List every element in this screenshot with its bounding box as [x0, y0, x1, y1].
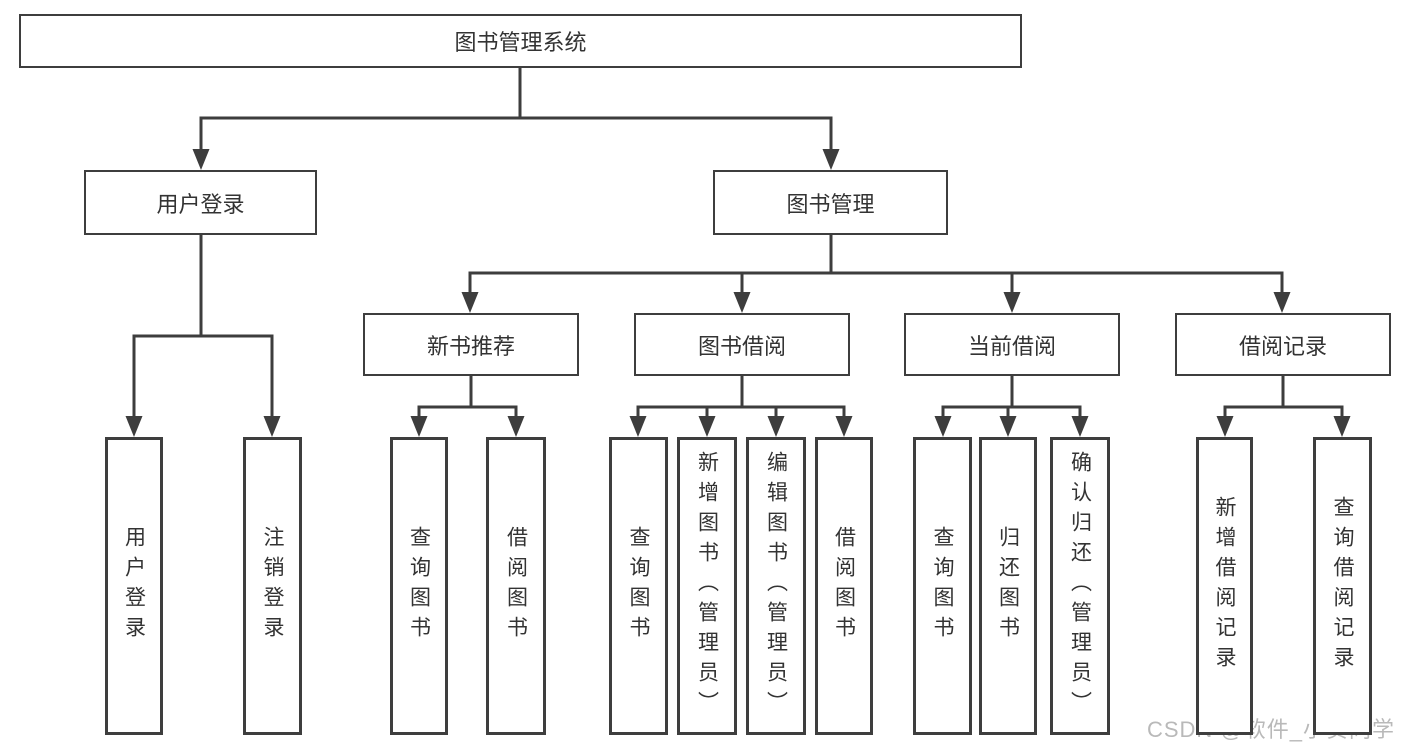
arrowhead-down-icon [629, 416, 647, 437]
node-library-management-system: 图书管理系统 [19, 14, 1022, 68]
arrowhead-down-icon [1273, 292, 1291, 313]
arrowhead-down-icon [835, 416, 853, 437]
arrowhead-down-icon [767, 416, 785, 437]
leaf-query-books-1: 查询图书 [390, 437, 448, 735]
leaf-add-book-admin: 新增图书（管理员） [677, 437, 737, 735]
node-label: 新书推荐 [426, 333, 515, 359]
arrowhead-down-icon [1216, 416, 1234, 437]
arrowhead-down-icon [999, 416, 1017, 437]
node-label: 图书管理系统 [454, 30, 587, 55]
arrowhead-down-icon [125, 416, 143, 437]
node-borrow-records: 借阅记录 [1175, 313, 1391, 376]
arrowhead-down-icon [410, 416, 428, 437]
leaf-query-books-3: 查询图书 [913, 437, 972, 735]
arrowhead-down-icon [1003, 292, 1021, 313]
leaf-label: 查询图书 [407, 526, 431, 646]
node-book-management: 图书管理 [713, 170, 948, 235]
leaf-query-books-2: 查询图书 [609, 437, 668, 735]
leaf-label: 编辑图书（管理员） [764, 451, 788, 721]
leaf-user-login: 用户登录 [105, 437, 163, 735]
leaf-return-book: 归还图书 [979, 437, 1037, 735]
node-label: 借阅记录 [1238, 333, 1327, 359]
node-label: 当前借阅 [967, 333, 1056, 359]
arrowhead-down-icon [192, 149, 210, 170]
arrowhead-down-icon [461, 292, 479, 313]
arrowhead-down-icon [934, 416, 952, 437]
leaf-borrow-books-2: 借阅图书 [815, 437, 873, 735]
leaf-query-borrow-record: 查询借阅记录 [1313, 437, 1372, 735]
node-user-login: 用户登录 [84, 170, 317, 235]
leaf-label: 查询图书 [627, 526, 650, 646]
leaf-label: 查询图书 [931, 526, 954, 646]
arrowhead-down-icon [822, 149, 840, 170]
node-label: 图书借阅 [697, 333, 786, 359]
leaf-label: 新增图书（管理员） [695, 451, 719, 721]
leaf-label: 确认归还（管理员） [1068, 451, 1092, 721]
leaf-edit-book-admin: 编辑图书（管理员） [746, 437, 806, 735]
leaf-confirm-return-admin: 确认归还（管理员） [1050, 437, 1110, 735]
node-current-borrow: 当前借阅 [904, 313, 1120, 376]
leaf-label: 查询借阅记录 [1331, 496, 1354, 676]
node-new-book-recommend: 新书推荐 [363, 313, 579, 376]
leaf-label: 归还图书 [996, 526, 1020, 646]
leaf-label: 借阅图书 [504, 526, 528, 646]
leaf-add-borrow-record: 新增借阅记录 [1196, 437, 1253, 735]
leaf-borrow-books-1: 借阅图书 [486, 437, 546, 735]
arrowhead-down-icon [1333, 416, 1351, 437]
leaf-label: 注销登录 [261, 526, 284, 646]
leaf-logout: 注销登录 [243, 437, 302, 735]
arrowhead-down-icon [698, 416, 716, 437]
arrowhead-down-icon [1071, 416, 1089, 437]
node-label: 用户登录 [156, 191, 245, 217]
leaf-label: 新增借阅记录 [1213, 496, 1236, 676]
leaf-label: 用户登录 [122, 526, 146, 646]
node-book-borrow: 图书借阅 [634, 313, 850, 376]
arrowhead-down-icon [507, 416, 525, 437]
arrowhead-down-icon [733, 292, 751, 313]
node-label: 图书管理 [786, 191, 875, 217]
arrowhead-down-icon [263, 416, 281, 437]
leaf-label: 借阅图书 [832, 526, 856, 646]
